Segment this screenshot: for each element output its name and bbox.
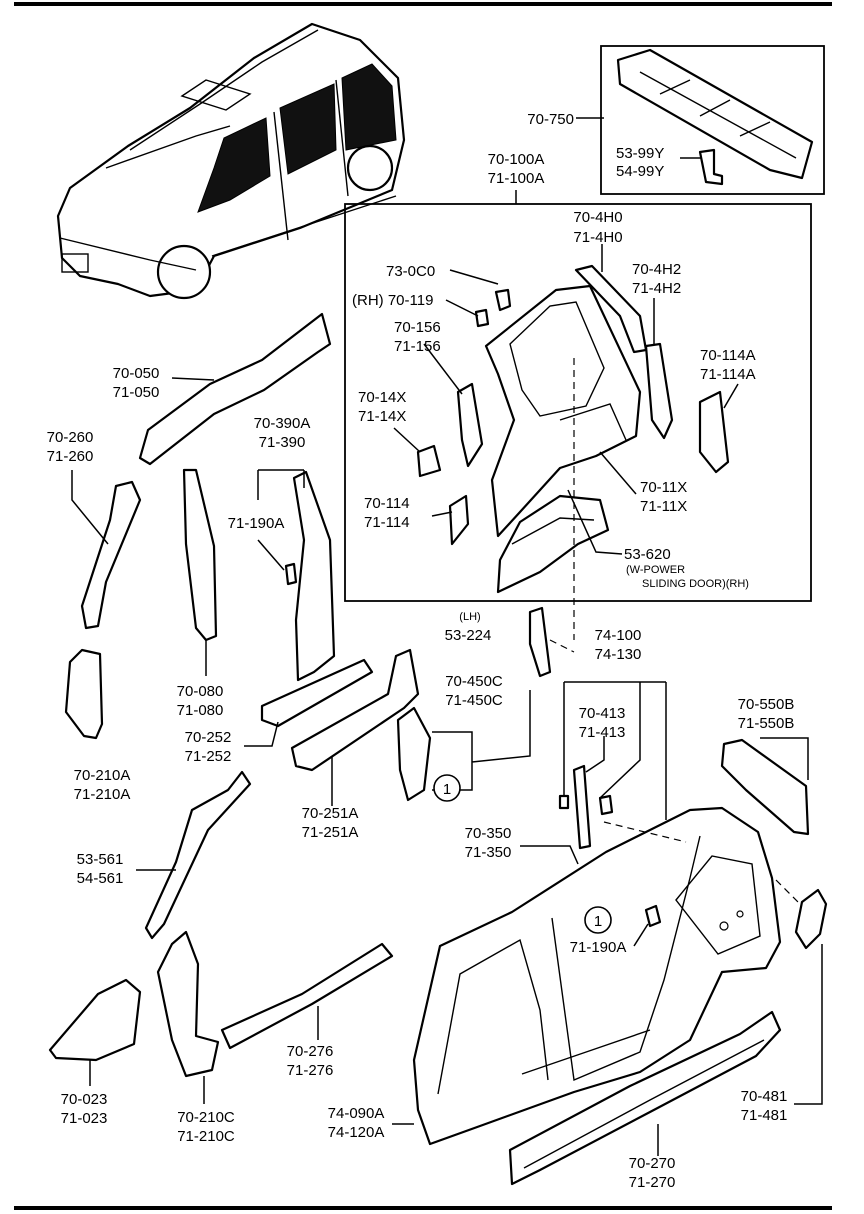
label-71-11x: 71-11X xyxy=(640,498,687,515)
label-71-14x: 71-14X xyxy=(358,408,406,425)
label-70-100a: 70-100A xyxy=(488,151,545,168)
svg-text:1: 1 xyxy=(594,913,602,930)
label-71-210a: 71-210A xyxy=(74,786,131,803)
label-70-276: 70-276 xyxy=(287,1043,334,1060)
label-sliding-door: SLIDING DOOR)(RH) xyxy=(642,578,749,590)
label-71-413: 71-413 xyxy=(579,724,626,741)
label-71-4h2: 71-4H2 xyxy=(632,280,681,297)
part-70-023-drawing xyxy=(48,978,142,1062)
label-70-080: 70-080 xyxy=(177,683,224,700)
part-70-080-drawing xyxy=(182,468,218,642)
label-70-156: 70-156 xyxy=(394,319,441,336)
label-71-156: 71-156 xyxy=(394,338,441,355)
label-70-119: (RH) 70-119 xyxy=(352,292,433,309)
part-70-210a-drawing xyxy=(64,648,104,740)
label-74-100: 74-100 xyxy=(595,627,642,644)
label-70-450c: 70-450C xyxy=(445,673,503,690)
label-71-4h0: 71-4H0 xyxy=(573,229,622,246)
label-71-350: 71-350 xyxy=(465,844,512,861)
part-70-270-drawing xyxy=(508,1010,782,1186)
label-71-270: 71-270 xyxy=(629,1174,676,1191)
label-70-750: 70-750 xyxy=(527,111,574,128)
part-70-450c-drawing xyxy=(396,706,432,802)
label-73-0c0: 73-0C0 xyxy=(386,263,435,280)
svg-text:1: 1 xyxy=(443,781,451,798)
label-54-99y: 54-99Y xyxy=(616,163,664,180)
part-53-224-drawing xyxy=(528,606,552,678)
vehicle-overview-drawing xyxy=(56,22,406,300)
label-53-99y: 53-99Y xyxy=(616,145,664,162)
part-70-260-drawing xyxy=(80,480,142,630)
part-70-251a-drawing xyxy=(290,648,420,772)
label-71-450c: 71-450C xyxy=(445,692,503,709)
label-70-4h0: 70-4H0 xyxy=(573,209,622,226)
label-74-090a: 74-090A xyxy=(328,1105,385,1122)
label-71-100a: 71-100A xyxy=(488,170,545,187)
label-74-120a: 74-120A xyxy=(328,1124,385,1141)
part-labels: 70-750 53-99Y 54-99Y 70-100A 71-100A 70-… xyxy=(47,111,795,1191)
inner-panel-assembly-drawing xyxy=(416,264,730,594)
label-70-210a: 70-210A xyxy=(74,767,131,784)
label-71-276: 71-276 xyxy=(287,1062,334,1079)
label-70-251a: 70-251A xyxy=(302,805,359,822)
label-71-114: 71-114 xyxy=(364,514,410,531)
label-70-210c: 70-210C xyxy=(177,1109,235,1126)
group-box-70-750 xyxy=(600,45,825,195)
label-71-252: 71-252 xyxy=(185,748,232,765)
label-70-270: 70-270 xyxy=(629,1155,676,1172)
part-70-750-drawing xyxy=(616,48,814,186)
part-70-413-drawing xyxy=(572,764,592,850)
label-71-260: 71-260 xyxy=(47,448,94,465)
label-53-561: 53-561 xyxy=(77,851,124,868)
label-71-210c: 71-210C xyxy=(177,1128,235,1145)
part-70-210c-drawing xyxy=(156,930,220,1078)
label-71-550b: 71-550B xyxy=(738,715,795,732)
label-71-481: 71-481 xyxy=(741,1107,788,1124)
label-71-390: 71-390 xyxy=(259,434,306,451)
part-70-252-drawing xyxy=(260,658,374,728)
reference-callout-right: 1 xyxy=(584,906,612,934)
label-71-050: 71-050 xyxy=(113,384,160,401)
part-53-561-drawing xyxy=(144,770,252,940)
label-53-620: 53-620 xyxy=(624,546,671,563)
label-lh: (LH) xyxy=(459,611,480,623)
part-70-550b-drawing xyxy=(720,738,810,836)
label-70-481: 70-481 xyxy=(741,1088,788,1105)
label-54-561: 54-561 xyxy=(77,870,124,887)
label-70-260: 70-260 xyxy=(47,429,94,446)
body-side-outer-drawing xyxy=(412,806,782,1146)
part-70-276-drawing xyxy=(220,942,394,1050)
label-70-11x: 70-11X xyxy=(640,479,687,496)
label-70-114a: 70-114A xyxy=(700,347,756,364)
label-71-251a: 71-251A xyxy=(302,824,359,841)
label-71-023: 71-023 xyxy=(61,1110,108,1127)
label-70-390a: 70-390A xyxy=(254,415,311,432)
part-70-390a-drawing xyxy=(292,470,336,682)
label-71-114a: 71-114A xyxy=(700,366,756,383)
label-70-14x: 70-14X xyxy=(358,389,406,406)
label-w-power: (W-POWER xyxy=(626,564,685,576)
group-box-70-100a xyxy=(344,203,812,602)
label-74-130: 74-130 xyxy=(595,646,642,663)
reference-callout-left: 1 xyxy=(433,774,461,802)
label-70-4h2: 70-4H2 xyxy=(632,261,681,278)
label-70-050: 70-050 xyxy=(113,365,160,382)
part-70-481-drawing xyxy=(794,888,828,950)
label-70-350: 70-350 xyxy=(465,825,512,842)
label-71-190a-top: 71-190A xyxy=(228,515,285,532)
part-70-050-drawing xyxy=(138,312,332,466)
label-70-023: 70-023 xyxy=(61,1091,108,1108)
label-70-413: 70-413 xyxy=(579,705,626,722)
label-70-550b: 70-550B xyxy=(738,696,795,713)
label-70-114: 70-114 xyxy=(364,495,410,512)
label-53-224: 53-224 xyxy=(445,627,492,644)
label-71-080: 71-080 xyxy=(177,702,224,719)
label-71-190a-bottom: 71-190A xyxy=(570,939,627,956)
label-70-252: 70-252 xyxy=(185,729,232,746)
